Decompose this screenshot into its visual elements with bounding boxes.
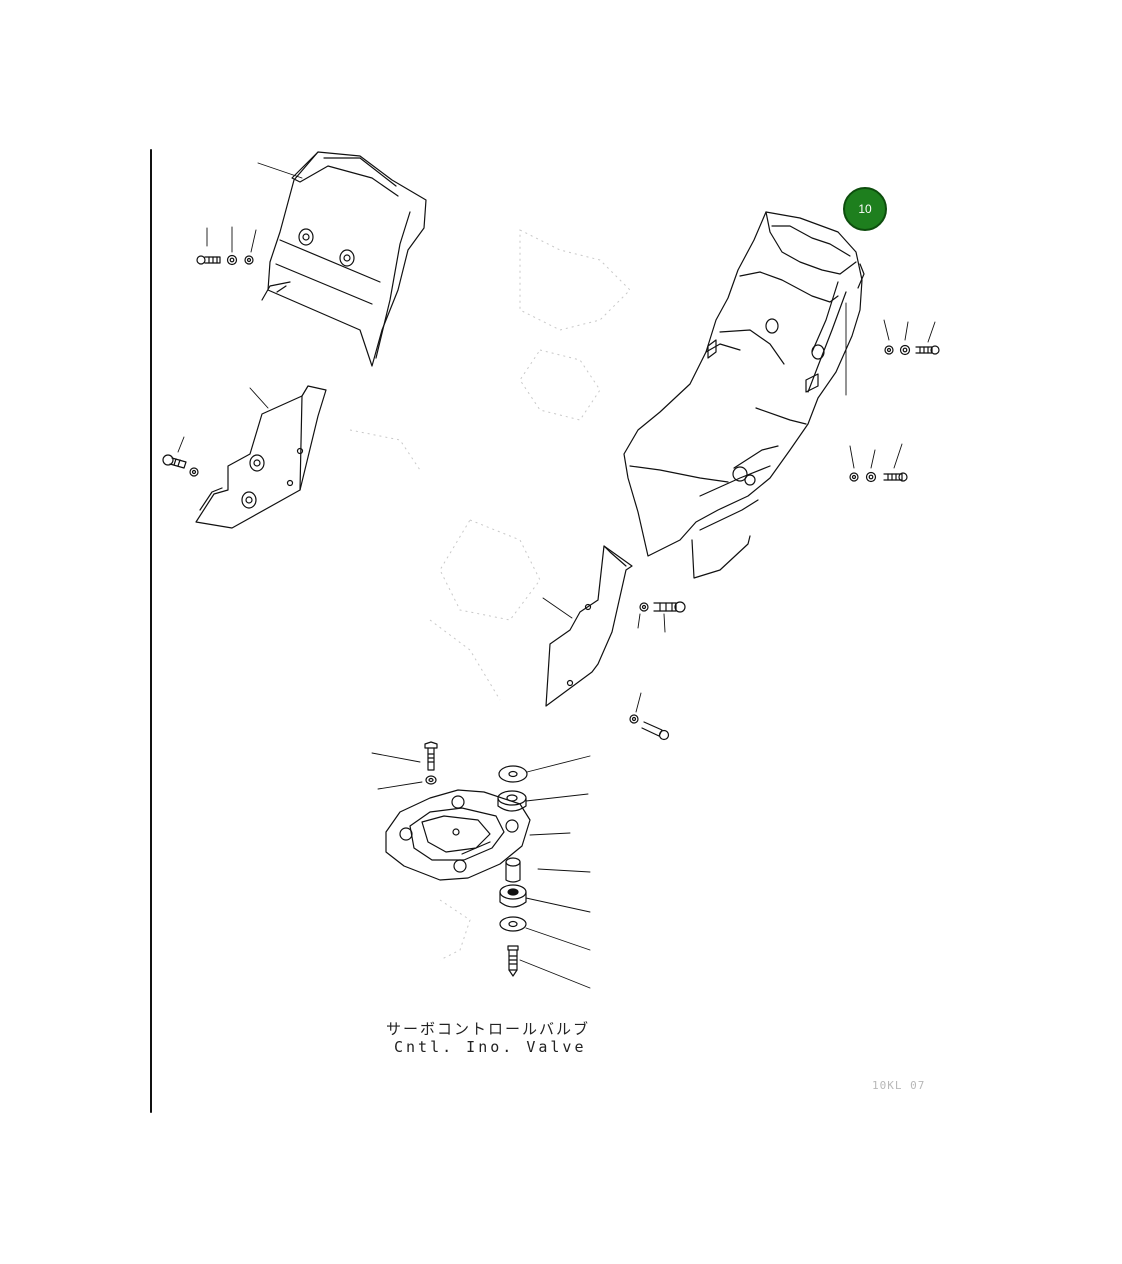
left-bracket-plate <box>195 385 327 529</box>
mount-plate <box>385 789 531 881</box>
valve-caption-english: Cntl. Ino. Valve <box>394 1038 587 1056</box>
sleeve <box>505 857 521 883</box>
middle-plate <box>545 545 633 707</box>
bolt-nut-set-2 <box>629 601 686 741</box>
washer-1 <box>498 765 528 783</box>
leader-line <box>257 162 303 179</box>
bolt-washer-set-4 <box>424 741 438 785</box>
bolt-washer-set-3 <box>849 471 908 483</box>
figure-code: 10KL 07 <box>872 1079 926 1092</box>
rubber-mount-2 <box>499 884 527 908</box>
valve-caption-japanese: サーボコントロールバルブ <box>386 1020 591 1038</box>
callout-badge-10[interactable]: 10 <box>843 187 887 231</box>
callout-label: 10 <box>858 202 872 216</box>
bolt-washer-set-2 <box>884 344 940 356</box>
rubber-mount-1 <box>497 790 527 812</box>
ghosted-valve-body <box>349 229 631 961</box>
upper-left-cover <box>261 151 427 367</box>
main-cover-panel <box>623 211 865 579</box>
washer-2 <box>499 916 527 932</box>
mount-bolt <box>507 945 519 977</box>
bolt-nut-set-1 <box>162 454 199 477</box>
bolt-washer-set-1 <box>196 254 254 266</box>
